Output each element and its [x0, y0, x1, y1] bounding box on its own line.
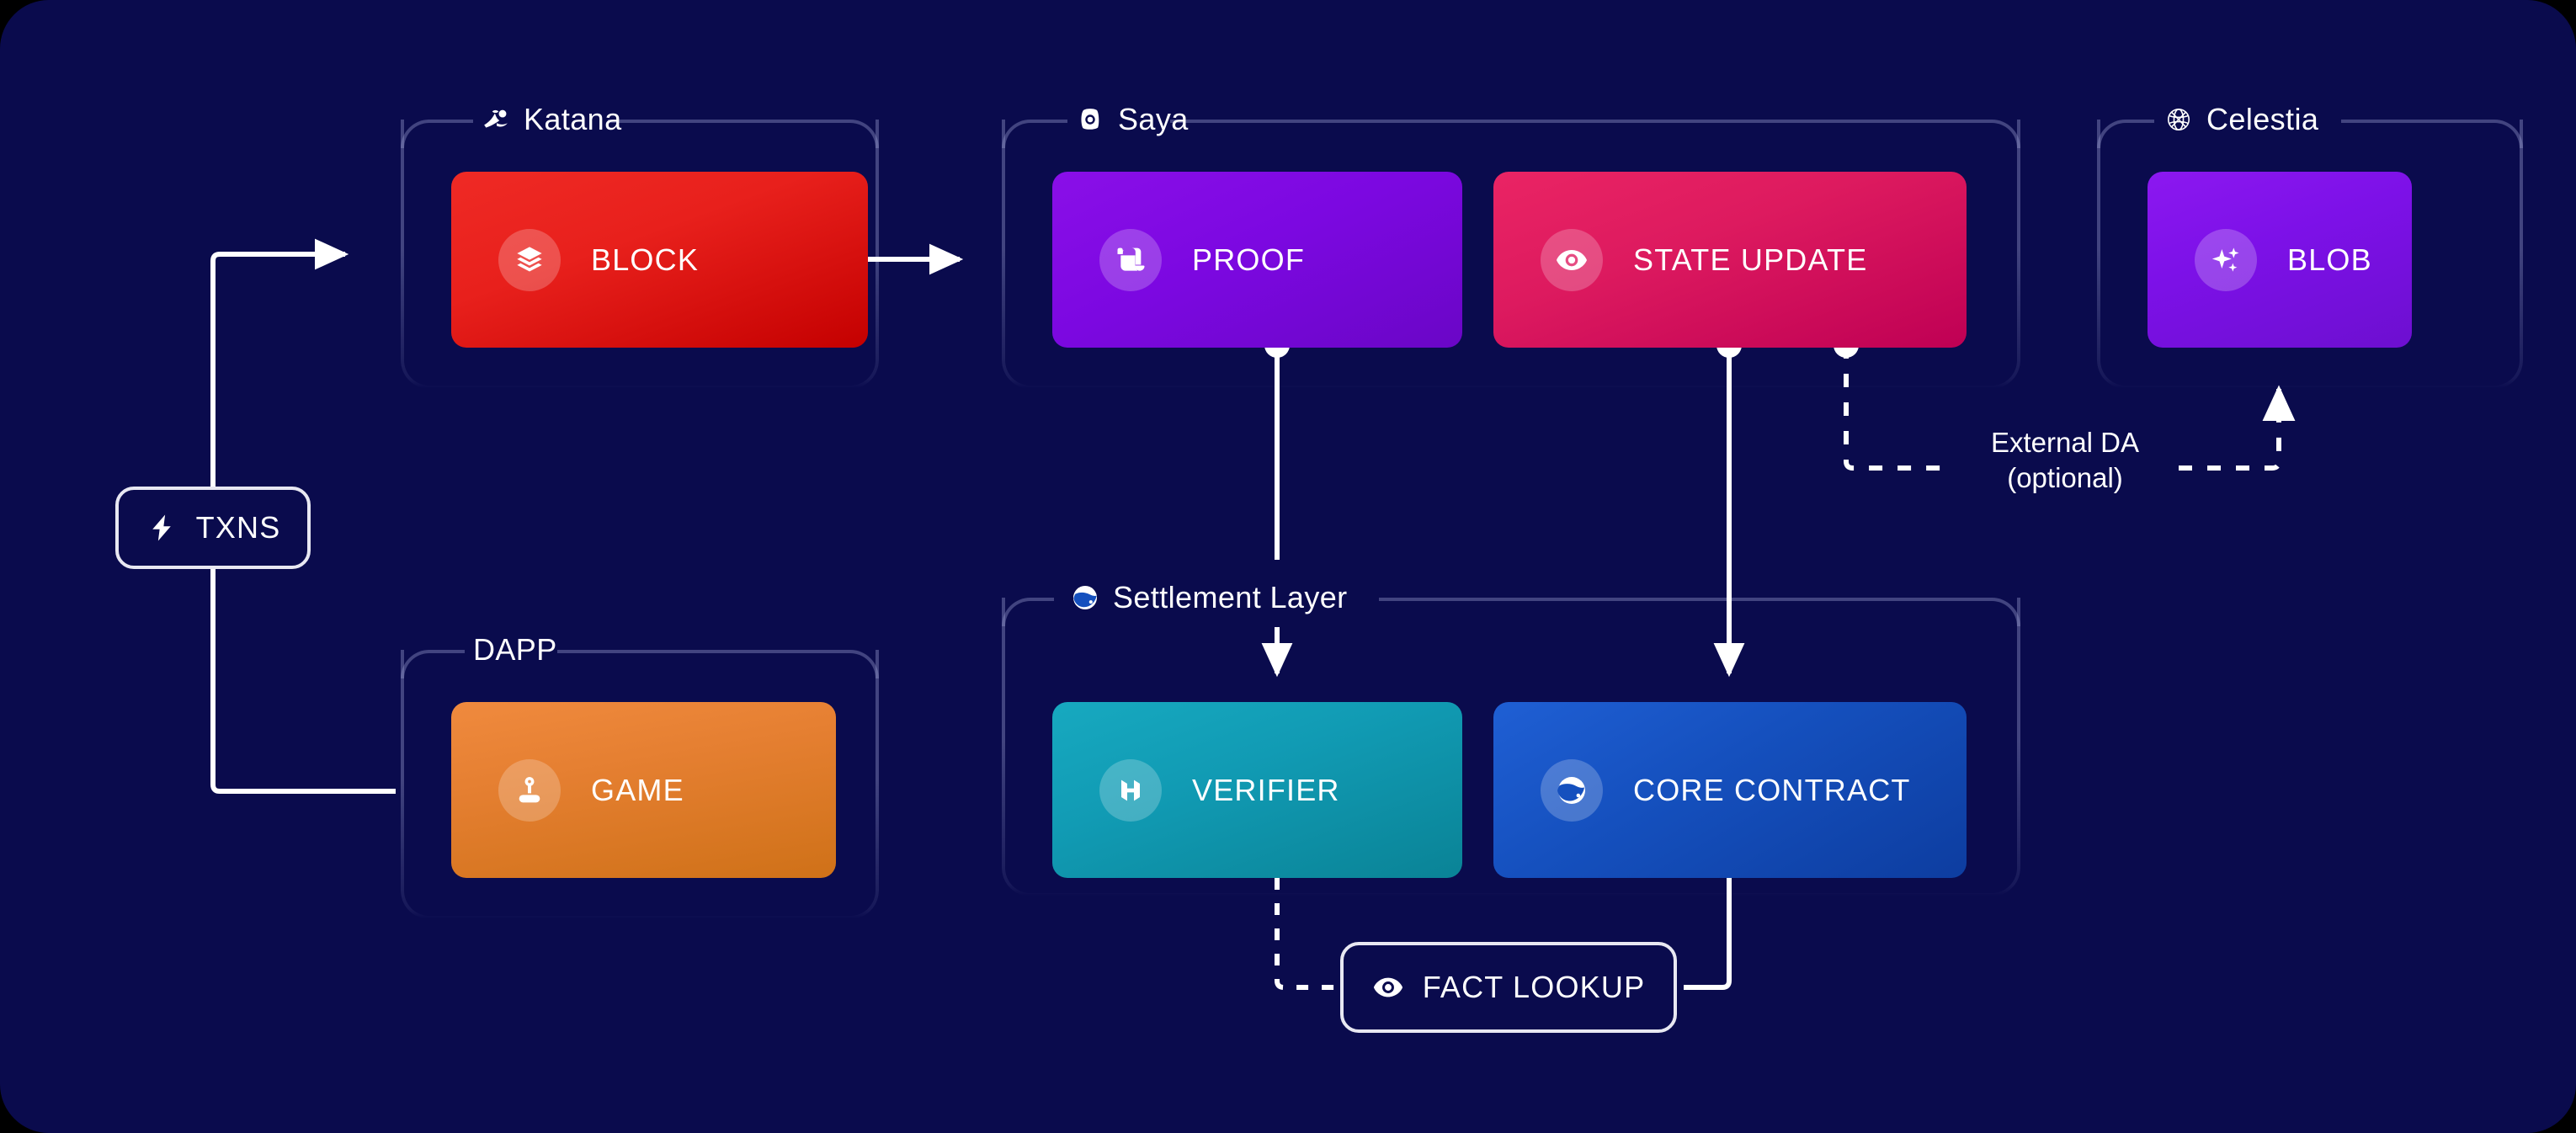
group-frame-settlement	[1002, 598, 2020, 896]
node-label: CORE CONTRACT	[1633, 772, 1911, 807]
node-block[interactable]: BLOCK	[451, 172, 868, 348]
group-label-text: DAPP	[473, 632, 557, 667]
group-label-celestia: Celestia	[2164, 102, 2318, 137]
node-verifier[interactable]: VERIFIER	[1052, 702, 1462, 878]
edge-stateupdate-to-blob	[1844, 345, 1949, 471]
edge-stateupdate-to-blob-right	[2179, 385, 2296, 471]
scroll-icon	[1117, 247, 1145, 271]
katana-logo-icon	[484, 109, 508, 128]
node-core-contract[interactable]: CORE CONTRACT	[1493, 702, 1967, 878]
group-label-katana: Katana	[482, 102, 622, 137]
group-label-text: Saya	[1118, 102, 1189, 136]
group-frame-celestia	[2097, 120, 2523, 389]
eye-icon	[1557, 249, 1587, 270]
group-label-text: Celestia	[2206, 102, 2319, 136]
external-da-line-2: (optional)	[2007, 462, 2123, 494]
group-label-settlement: Settlement Layer	[1071, 580, 1348, 615]
node-fact-lookup[interactable]: FACT LOOKUP	[1340, 942, 1677, 1033]
herodotus-h-icon	[1121, 779, 1140, 801]
group-label-dapp: DAPP	[473, 632, 557, 668]
node-badge	[498, 758, 561, 822]
joystick-icon	[519, 776, 540, 802]
sparkles-icon	[2211, 247, 2239, 272]
node-game[interactable]: GAME	[451, 702, 836, 878]
group-label-text: Settlement Layer	[1113, 580, 1348, 614]
node-label: GAME	[591, 772, 684, 807]
node-label: TXNS	[195, 510, 281, 545]
node-label: STATE UPDATE	[1633, 242, 1868, 277]
node-badge	[1541, 228, 1603, 291]
node-label: BLOB	[2287, 242, 2372, 277]
edge-txns-to-game	[210, 569, 396, 794]
node-txns[interactable]: TXNS	[115, 487, 311, 569]
starknet-logo-icon	[1557, 776, 1585, 804]
group-frame-saya	[1002, 120, 2020, 389]
celestia-logo-icon	[2167, 108, 2190, 131]
starknet-logo-icon	[1072, 585, 1098, 610]
group-frame-katana	[401, 120, 879, 389]
node-badge	[1541, 758, 1603, 822]
lightning-bolt-icon	[152, 514, 171, 541]
external-da-line-1: External DA	[1990, 427, 2140, 458]
node-proof[interactable]: PROOF	[1052, 172, 1462, 348]
node-badge	[1099, 758, 1162, 822]
edge-txns-to-block	[210, 238, 349, 525]
layers-stack-icon	[517, 246, 542, 271]
node-badge	[1099, 228, 1162, 291]
node-state-update[interactable]: STATE UPDATE	[1493, 172, 1967, 348]
node-badge	[498, 228, 561, 291]
node-badge	[2195, 228, 2257, 291]
node-label: PROOF	[1192, 242, 1306, 277]
eye-icon	[1373, 977, 1402, 997]
node-label: BLOCK	[591, 242, 700, 277]
group-label-saya: Saya	[1076, 102, 1189, 137]
node-label: VERIFIER	[1192, 772, 1340, 807]
saya-logo-icon	[1081, 109, 1099, 130]
group-label-text: Katana	[524, 102, 622, 136]
external-da-annotation: External DA (optional)	[1977, 425, 2153, 496]
edge-verifier-to-factlookup	[1275, 878, 1347, 990]
node-blob[interactable]: BLOB	[2148, 172, 2412, 348]
node-label: FACT LOOKUP	[1422, 970, 1646, 1004]
group-frame-dapp	[401, 650, 879, 919]
edge-corecontract-to-factlookup	[1684, 878, 1732, 990]
